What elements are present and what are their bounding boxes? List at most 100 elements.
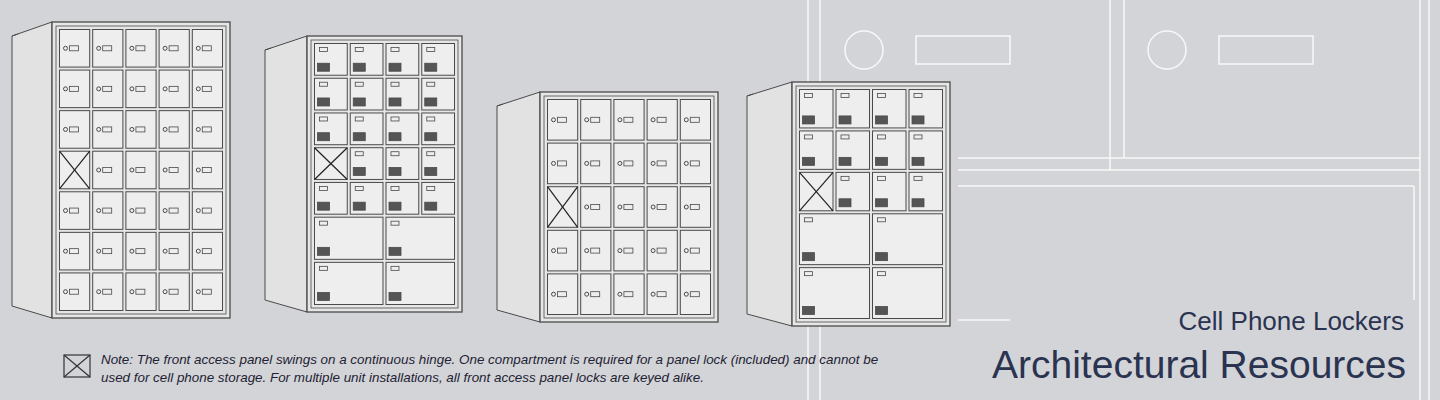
locker-door [548, 187, 578, 228]
locker-door [614, 187, 644, 228]
keypad-lock [389, 98, 401, 106]
locker-door [350, 148, 383, 180]
locker-door [93, 151, 123, 189]
lock-compartment [315, 148, 348, 180]
label-slot [103, 168, 112, 173]
lock [64, 87, 68, 91]
locker-frame [52, 22, 230, 318]
label-slot [624, 205, 633, 210]
locker-door [909, 90, 943, 128]
subtitle: Cell Phone Lockers [1179, 306, 1404, 337]
label-slot [103, 86, 112, 91]
label-slot [202, 208, 211, 213]
lock [163, 127, 167, 131]
label-slot [878, 94, 886, 98]
keypad-lock [318, 247, 330, 255]
locker-door [873, 90, 907, 128]
keypad-lock [425, 167, 437, 175]
label-slot [355, 48, 363, 52]
keypad-lock [425, 202, 437, 210]
label-slot [202, 127, 211, 132]
locker-edge [12, 34, 18, 36]
label-slot [103, 46, 112, 51]
locker-door [159, 273, 189, 311]
label-slot [558, 292, 567, 297]
locker-door [548, 230, 578, 271]
locker-side [747, 82, 792, 326]
label-slot [624, 117, 633, 122]
keypad-lock [803, 253, 815, 261]
lock [64, 209, 68, 213]
locker-door [159, 111, 189, 149]
locker-door [159, 30, 189, 68]
label-slot [103, 208, 112, 213]
label-slot [841, 135, 849, 139]
label-slot [657, 248, 666, 253]
lock [97, 290, 101, 294]
locker-unit [265, 36, 462, 312]
locker-door [126, 111, 156, 149]
locker-side [497, 92, 540, 322]
locker-door [647, 187, 677, 228]
lock [130, 209, 134, 213]
lock [163, 168, 167, 172]
keypad-lock [389, 247, 401, 255]
lock [97, 249, 101, 253]
locker-door [800, 90, 834, 128]
lock [163, 249, 167, 253]
lock [64, 249, 68, 253]
label-slot [70, 127, 79, 132]
locker-door [581, 100, 611, 141]
label-slot [427, 82, 435, 86]
lock [130, 249, 134, 253]
keypad-lock [876, 307, 888, 315]
locker-door [800, 268, 870, 319]
locker-door [60, 273, 90, 311]
locker-door [680, 187, 710, 228]
lock-compartment [315, 148, 348, 180]
keypad-lock [353, 133, 365, 141]
locker-door [93, 273, 123, 311]
lock-compartment [548, 187, 578, 228]
locker-frame [796, 86, 946, 322]
label-slot [136, 208, 145, 213]
label-slot [136, 127, 145, 132]
locker-door [873, 268, 943, 319]
locker-door [873, 214, 943, 265]
lock [130, 127, 134, 131]
lock [651, 292, 655, 296]
label-slot [355, 82, 363, 86]
locker-door [680, 143, 710, 184]
locker-door [60, 232, 90, 270]
lock-compartment [800, 172, 834, 210]
locker-door [159, 70, 189, 108]
locker-door [614, 230, 644, 271]
locker-frame [792, 82, 950, 326]
lock [130, 87, 134, 91]
lock [97, 46, 101, 50]
label-slot [202, 168, 211, 173]
keypad-lock [912, 157, 924, 165]
locker-door [159, 192, 189, 230]
keypad-lock [389, 133, 401, 141]
locker-door [126, 273, 156, 311]
lock [196, 87, 200, 91]
locker-door [614, 100, 644, 141]
lock [196, 168, 200, 172]
locker-door [836, 172, 870, 210]
keypad-lock [803, 116, 815, 124]
lock [684, 161, 688, 165]
lock [552, 161, 556, 165]
label-slot [70, 86, 79, 91]
label-slot [320, 117, 328, 121]
keypad-lock [839, 157, 851, 165]
lock-compartment [60, 151, 90, 189]
label-slot [355, 152, 363, 156]
locker-door [315, 148, 348, 180]
locker-door [581, 143, 611, 184]
lock [196, 290, 200, 294]
label-slot [103, 127, 112, 132]
lock [97, 127, 101, 131]
label-slot [591, 161, 600, 166]
